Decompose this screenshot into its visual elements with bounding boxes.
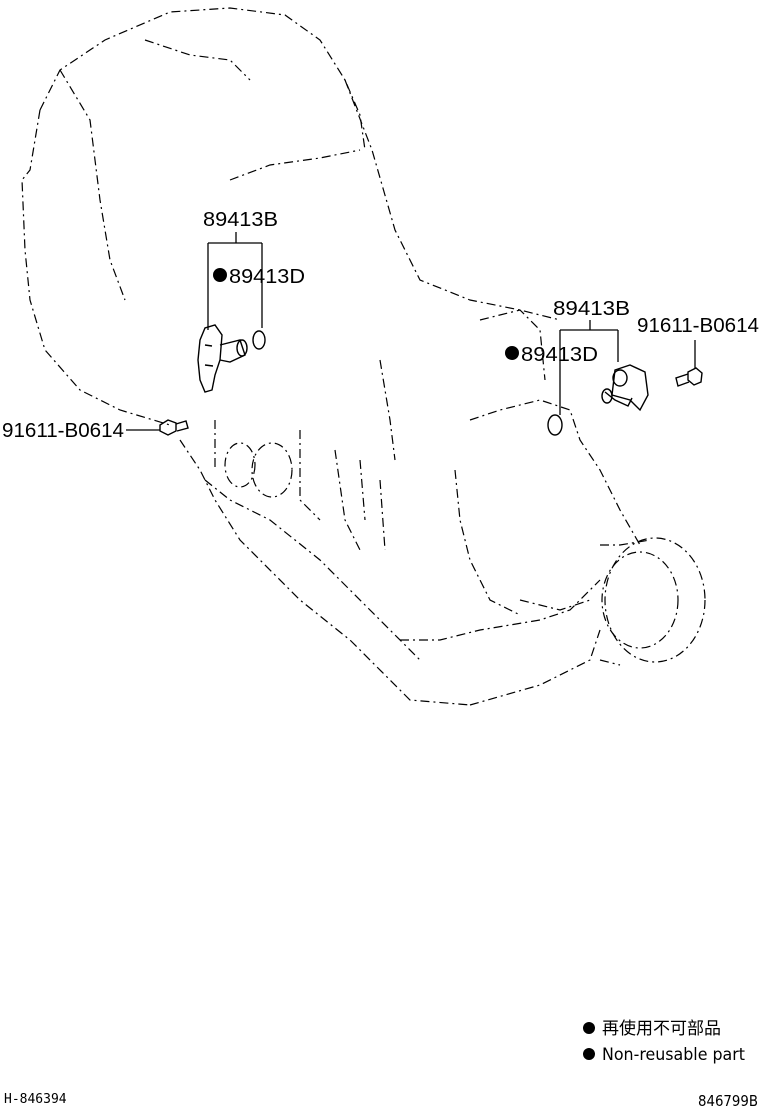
legend: 再使用不可部品 Non-reusable part xyxy=(583,1018,745,1065)
legend-english: Non-reusable part xyxy=(602,1045,745,1065)
footer-left-code: H-846394 xyxy=(4,1092,67,1107)
right-speed-sensor xyxy=(601,364,649,412)
left-speed-sensor xyxy=(197,324,248,393)
transmission-housing xyxy=(21,7,706,706)
right-o-ring xyxy=(547,414,563,436)
legend-japanese: 再使用不可部品 xyxy=(602,1018,721,1039)
callout-left-bolt: 91611-B0614 xyxy=(2,420,124,442)
right-bolt xyxy=(675,367,703,387)
callout-right-sensor: 89413B xyxy=(553,298,630,320)
callout-left-sensor: 89413B xyxy=(203,209,278,231)
left-o-ring xyxy=(252,330,266,350)
non-reusable-marker-left xyxy=(213,268,227,282)
legend-marker-english xyxy=(583,1048,595,1060)
left-bolt xyxy=(159,419,189,436)
non-reusable-marker-right xyxy=(505,346,519,360)
callout-right-bolt: 91611-B0614 xyxy=(637,315,759,337)
callout-right-o-ring: 89413D xyxy=(521,344,598,366)
callout-left-o-ring: 89413D xyxy=(229,266,305,288)
footer-right-code: 846799B xyxy=(698,1092,758,1110)
leader-lines xyxy=(126,232,696,431)
legend-marker-japanese xyxy=(583,1022,595,1034)
